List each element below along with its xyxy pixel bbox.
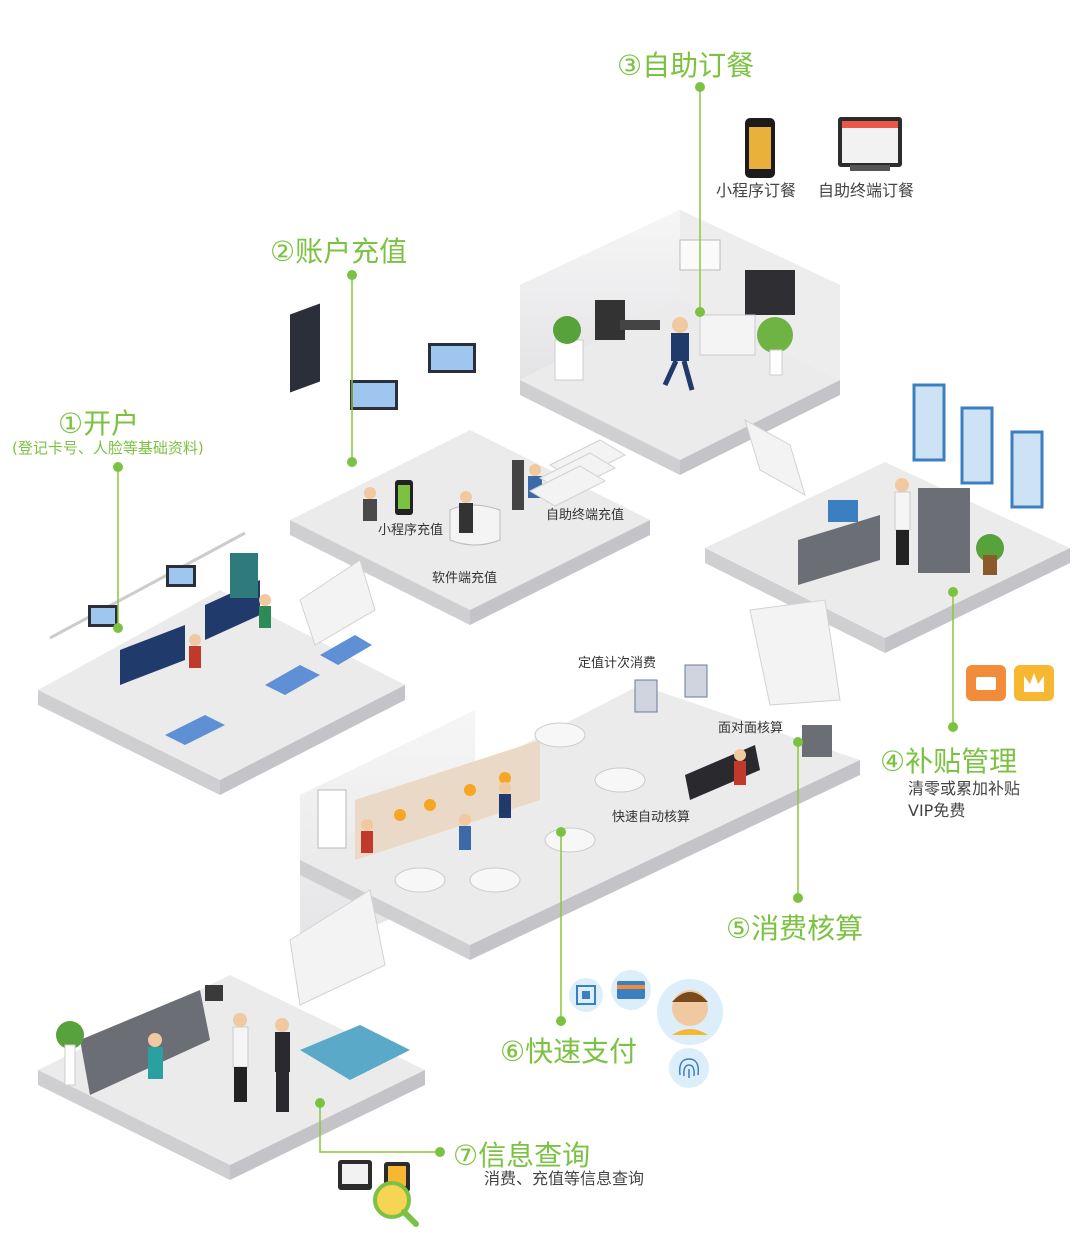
sofa-icon <box>300 1025 410 1080</box>
search-icon <box>373 1181 419 1227</box>
step2-label-terminal: 自助终端充值 <box>546 508 625 523</box>
connector-dots <box>113 82 958 1157</box>
step7-title: ⑦信息查询 <box>453 1139 591 1172</box>
qr-code-icon <box>569 978 603 1012</box>
step2-label-software: 软件端充值 <box>432 571 498 586</box>
cabinet-icon <box>918 488 970 573</box>
face-icon <box>657 979 723 1045</box>
kiosk-query-icon <box>338 1160 410 1192</box>
service-desk-icon <box>80 990 210 1095</box>
room-subsidy <box>705 383 1070 653</box>
fingerprint-icon <box>669 1048 709 1088</box>
room-self-ordering <box>520 210 840 475</box>
kiosk-icon <box>512 460 524 510</box>
step3-label-terminal: 自助终端订餐 <box>818 181 915 200</box>
connectors <box>117 87 954 1153</box>
step7-subtitle: 消费、充值等信息查询 <box>484 1169 645 1188</box>
step4-line2: VIP免费 <box>908 801 966 820</box>
step1-subtitle: (登记卡号、人脸等基础资料) <box>12 439 204 457</box>
step5-label-auto: 快速自动核算 <box>612 810 691 825</box>
food-counter-icon <box>355 740 540 860</box>
step1-title: ①开户 <box>58 407 140 440</box>
room-dining <box>300 664 860 960</box>
yuan-coupon-icon <box>966 665 1006 701</box>
room-registration <box>38 531 405 795</box>
crown-icon <box>1014 665 1054 701</box>
board-icon <box>745 270 795 315</box>
step2-label-miniapp: 小程序充值 <box>378 523 444 538</box>
step5-title: ⑤消费核算 <box>726 912 864 945</box>
step3-label-miniapp: 小程序订餐 <box>716 181 797 200</box>
step3-title: ③自助订餐 <box>617 49 755 82</box>
step2-title: ②账户充值 <box>270 235 408 268</box>
step4-title: ④补贴管理 <box>880 745 1018 778</box>
terminal-order-icon <box>838 117 902 171</box>
desk-icon <box>798 515 880 585</box>
step6-title: ⑥快速支付 <box>500 1035 638 1068</box>
phone-order-icon <box>745 118 775 178</box>
card-icon <box>611 970 651 1010</box>
terminal-icon <box>205 985 223 1001</box>
stairs <box>289 418 841 1006</box>
step4-line1: 清零或累加补贴 <box>908 779 1021 798</box>
room-info <box>38 975 425 1180</box>
poster-screen-icon <box>290 303 320 393</box>
step5-label-fixed: 定值计次消费 <box>578 656 657 671</box>
counter-icon <box>120 625 185 685</box>
step5-label-face-to-face: 面对面核算 <box>718 721 784 736</box>
